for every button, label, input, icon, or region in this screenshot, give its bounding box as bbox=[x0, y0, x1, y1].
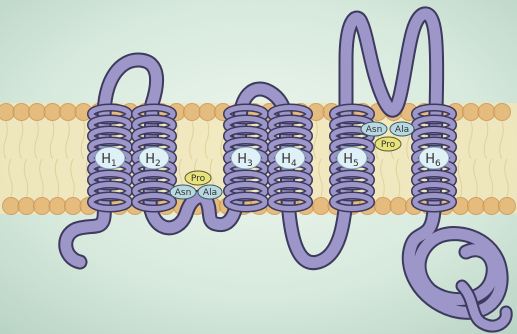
lipid-head bbox=[494, 104, 511, 121]
pro-label: Pro bbox=[191, 174, 206, 184]
helix-label-2: H2 bbox=[139, 147, 169, 169]
lipid-head bbox=[313, 198, 330, 215]
lipid-head bbox=[483, 198, 500, 215]
helix-label-1: H1 bbox=[95, 147, 125, 169]
pro-label: Pro bbox=[381, 140, 396, 150]
lipid-head bbox=[44, 104, 61, 121]
lipid-head bbox=[18, 198, 35, 215]
lipid-head bbox=[13, 104, 30, 121]
lipid-head bbox=[478, 104, 495, 121]
lipid-head bbox=[65, 198, 82, 215]
lipid-head bbox=[468, 198, 485, 215]
asn-label: Asn bbox=[175, 188, 192, 198]
helix-label-6: H6 bbox=[419, 147, 449, 169]
lipid-head bbox=[499, 198, 516, 215]
lipid-head bbox=[390, 198, 407, 215]
lipid-head bbox=[49, 198, 66, 215]
helix-label-5: H5 bbox=[337, 147, 367, 169]
lipid-head bbox=[375, 198, 392, 215]
ala-label: Ala bbox=[395, 125, 409, 135]
ala-label: Ala bbox=[203, 188, 217, 198]
lipid-head bbox=[29, 104, 46, 121]
lipid-head bbox=[199, 104, 216, 121]
lipid-head bbox=[0, 104, 15, 121]
asn-label: Asn bbox=[366, 125, 383, 135]
helix-label-3: H3 bbox=[231, 147, 261, 169]
lipid-head bbox=[3, 198, 20, 215]
lipid-head bbox=[463, 104, 480, 121]
lipid-head bbox=[184, 104, 201, 121]
lipid-head bbox=[34, 198, 51, 215]
lipid-head bbox=[60, 104, 77, 121]
helix-label-4: H4 bbox=[275, 147, 305, 169]
